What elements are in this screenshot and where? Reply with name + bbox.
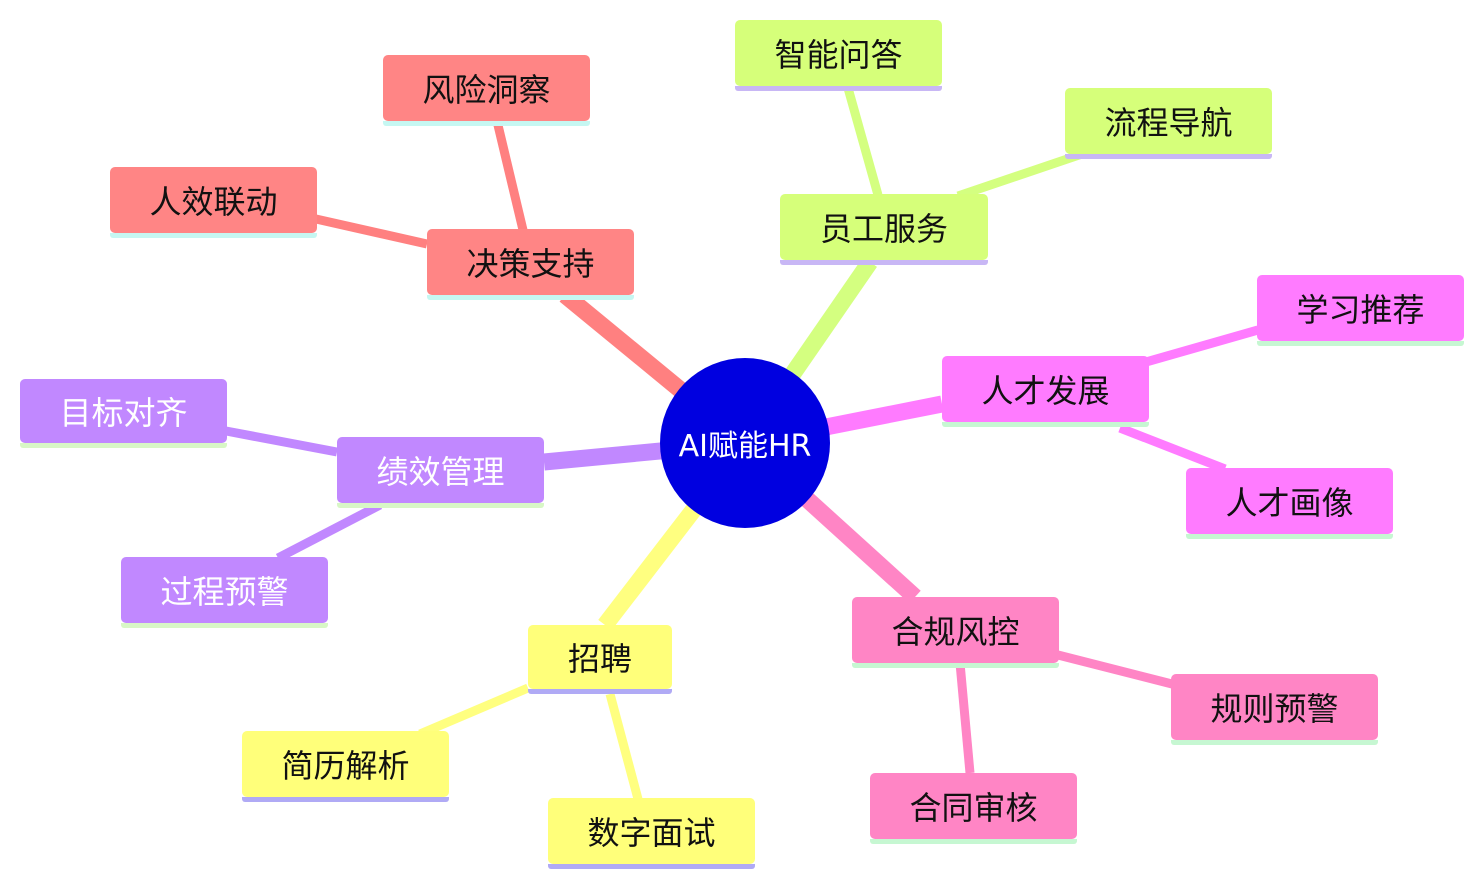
branch-node-4-label: 招聘 <box>567 640 632 678</box>
branch-6-child-node-2-label: 人效联动 <box>149 183 278 221</box>
branch-5-child-node-2-label: 过程预警 <box>160 573 289 611</box>
edge-branch-2-child-2 <box>1118 423 1227 474</box>
edge-branch-2-child-1 <box>1144 325 1260 367</box>
edge-branch-3-child-2 <box>955 662 975 774</box>
branch-4-child-node-1-underline <box>242 797 449 802</box>
branch-node-4-underline <box>528 689 672 694</box>
branch-node-6-label: 决策支持 <box>466 245 595 283</box>
branch-node-3[interactable]: 合规风控 <box>852 597 1059 668</box>
branch-2-child-node-2-label: 人才画像 <box>1225 484 1354 522</box>
branch-1-child-node-1-underline <box>735 86 942 91</box>
branch-node-5[interactable]: 绩效管理 <box>337 437 544 508</box>
branch-3-child-node-2-label: 合同审核 <box>909 789 1038 827</box>
branch-4-child-node-2[interactable]: 数字面试 <box>548 798 755 869</box>
branch-5-child-node-1-underline <box>20 443 227 448</box>
branch-5-child-node-2-underline <box>121 623 328 628</box>
branch-4-child-node-2-underline <box>548 864 755 869</box>
branch-node-2[interactable]: 人才发展 <box>942 356 1149 427</box>
branch-3-child-node-1-label: 规则预警 <box>1210 690 1339 728</box>
branch-5-child-node-2[interactable]: 过程预警 <box>121 557 328 628</box>
branch-1-child-node-2[interactable]: 流程导航 <box>1065 88 1272 159</box>
center-node[interactable]: AI赋能HR <box>660 358 830 528</box>
edge-branch-3-child-1 <box>1056 650 1174 689</box>
branch-node-4[interactable]: 招聘 <box>528 625 672 694</box>
branch-1-child-node-1-label: 智能问答 <box>774 36 903 74</box>
branch-node-2-label: 人才发展 <box>981 372 1110 410</box>
branch-node-6[interactable]: 决策支持 <box>427 229 634 300</box>
branch-6-child-node-2-underline <box>110 233 317 238</box>
branch-3-child-node-1[interactable]: 规则预警 <box>1171 674 1378 745</box>
branch-4-child-node-1[interactable]: 简历解析 <box>242 731 449 802</box>
edge-branch-1-child-2 <box>956 149 1084 201</box>
branch-node-2-underline <box>942 422 1149 427</box>
edge-branch-5-child-1 <box>225 426 338 457</box>
branch-node-5-underline <box>337 503 544 508</box>
center-node-label: AI赋能HR <box>678 429 812 464</box>
branch-2-child-node-1-label: 学习推荐 <box>1296 291 1425 329</box>
branch-6-child-node-1[interactable]: 风险洞察 <box>383 55 590 126</box>
branch-1-child-node-2-label: 流程导航 <box>1104 104 1233 142</box>
branch-node-3-underline <box>852 663 1059 668</box>
branch-2-child-node-2-underline <box>1186 534 1393 539</box>
branch-1-child-node-1[interactable]: 智能问答 <box>735 20 942 91</box>
branch-3-child-node-1-underline <box>1171 740 1378 745</box>
branch-2-child-node-2[interactable]: 人才画像 <box>1186 468 1393 539</box>
branch-2-child-node-1[interactable]: 学习推荐 <box>1257 275 1464 346</box>
branch-4-child-node-2-label: 数字面试 <box>587 814 716 852</box>
branch-3-child-node-2[interactable]: 合同审核 <box>870 773 1077 844</box>
edge-branch-4-child-1 <box>418 683 530 739</box>
edge-branch-1-child-1 <box>843 86 883 197</box>
branch-node-6-underline <box>427 295 634 300</box>
branch-node-1[interactable]: 员工服务 <box>780 194 988 265</box>
branch-5-child-node-1[interactable]: 目标对齐 <box>20 379 227 448</box>
branch-node-1-label: 员工服务 <box>819 210 948 248</box>
branch-2-child-node-1-underline <box>1257 341 1464 346</box>
edge-branch-6-child-2 <box>315 214 428 249</box>
branch-6-child-node-1-label: 风险洞察 <box>422 71 551 109</box>
edge-branch-5-child-2 <box>275 501 383 562</box>
branch-6-child-node-1-underline <box>383 121 590 126</box>
branch-node-5-label: 绩效管理 <box>376 453 505 491</box>
branch-4-child-node-1-label: 简历解析 <box>281 747 410 785</box>
branch-6-child-node-2[interactable]: 人效联动 <box>110 167 317 238</box>
branch-3-child-node-2-underline <box>870 839 1077 844</box>
branch-node-3-label: 合规风控 <box>891 613 1020 651</box>
branch-5-child-node-1-label: 目标对齐 <box>59 394 188 432</box>
edge-branch-6-child-1 <box>492 119 528 232</box>
edge-branch-4-child-2 <box>605 692 643 801</box>
branch-1-child-node-2-underline <box>1065 154 1272 159</box>
branch-node-1-underline <box>780 260 988 265</box>
